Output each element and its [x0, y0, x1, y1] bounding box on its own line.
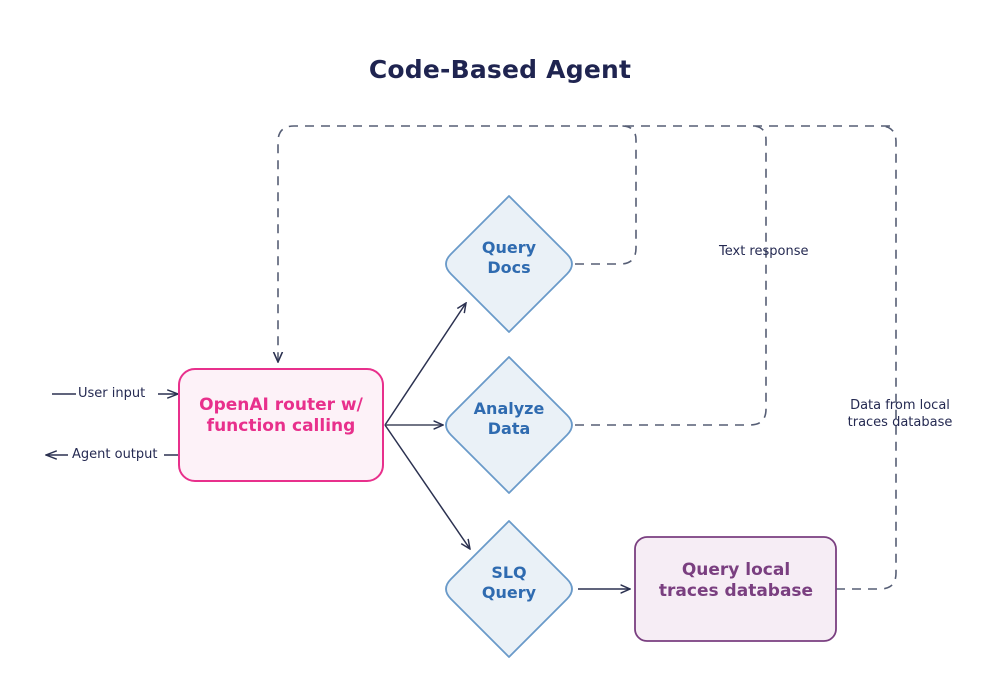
node-query-docs[interactable]: [445, 195, 573, 333]
node-slq-query[interactable]: [445, 520, 573, 658]
edge-query-docs-to-rail: [575, 125, 637, 265]
node-analyze-data[interactable]: [445, 356, 573, 494]
edge-router-to-query-docs: [384, 303, 466, 426]
edge-router-to-slq-query: [384, 424, 470, 549]
edge-analyze-data-to-rail: [575, 125, 767, 426]
node-query-local-traces-db[interactable]: [634, 536, 837, 642]
edge-rail-to-router: [278, 125, 890, 362]
page-title: Code-Based Agent: [368, 55, 632, 84]
edge-db-to-rail: [836, 125, 897, 590]
node-openai-router[interactable]: [178, 368, 384, 482]
